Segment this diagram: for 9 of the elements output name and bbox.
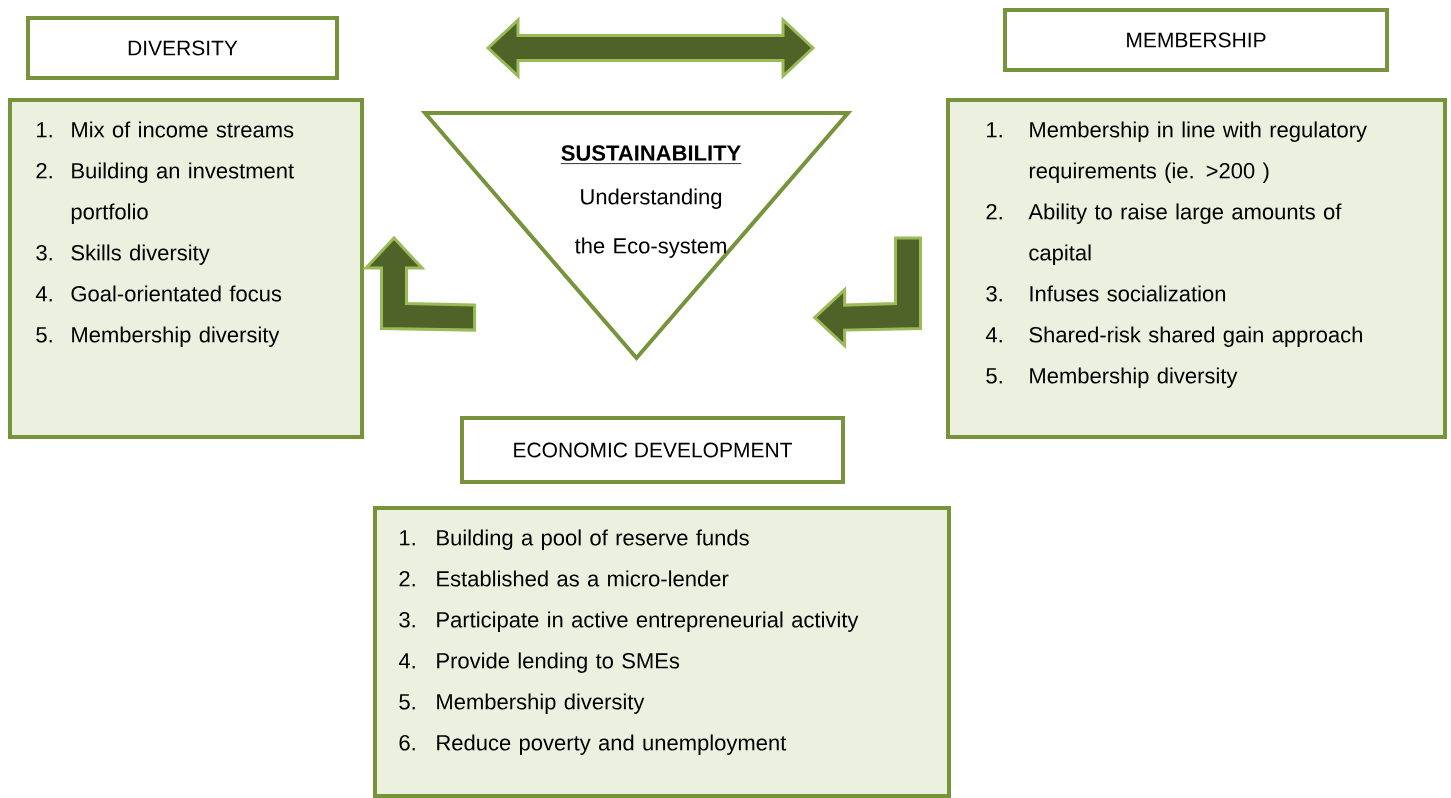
block-arrow [812,236,922,350]
list-box: 1. Mix of income streams 2. Building an investment portfolio 3. Skills diversity 4. Goal-orientated focus 5. Membership diversity [8,98,364,439]
title-box: ECONOMIC DEVELOPMENT [460,416,845,484]
list-box: 1. Building a pool of reserve funds 2. Established as a micro-lender 3. Participate in active entrepreneurial activity 4. Provide lending to SMEs 5. Membership diversity 6. Reduce poverty and unemployment [373,506,951,798]
title-box: MEMBERSHIP [1003,8,1389,72]
list-box: 1. Membership in line with regulatory requirements (ie. >200 ) 2. Ability to raise large amounts of capital 3. Infuses socialization 4. Shared-risk shared gain approach 5. Membership diversity [946,98,1447,439]
title-box: DIVERSITY [26,16,339,80]
block-arrow [485,16,816,80]
block-arrow [362,235,477,332]
